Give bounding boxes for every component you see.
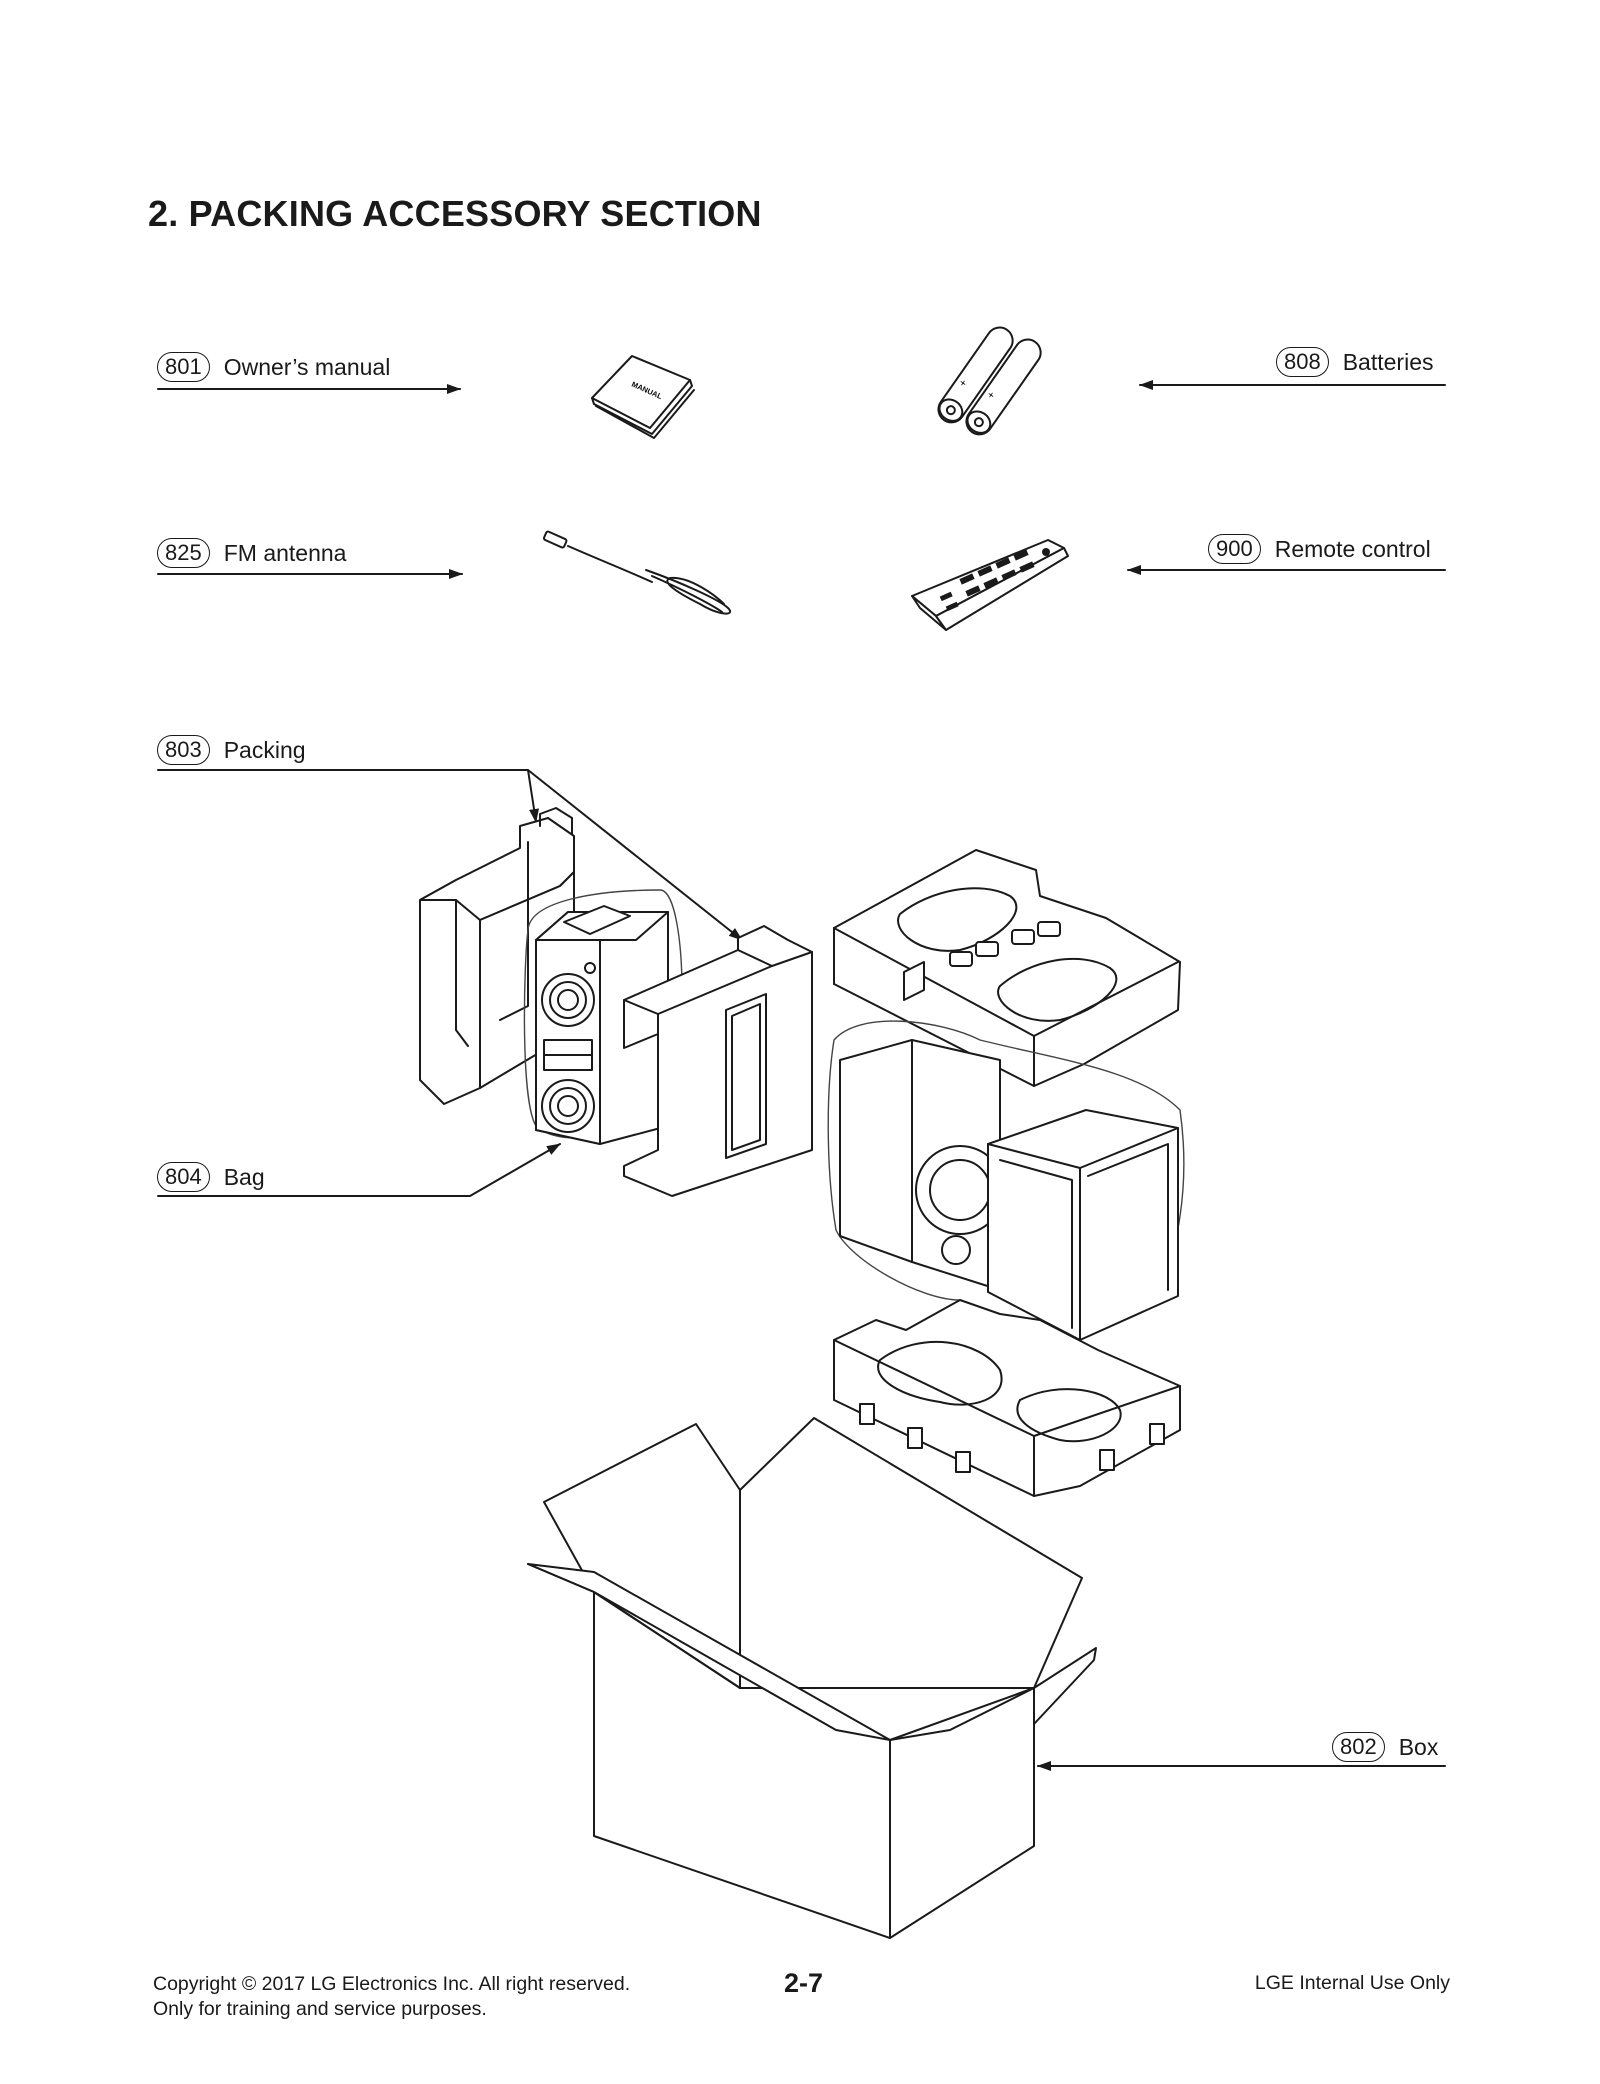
bottom-foam-tray xyxy=(833,1299,1181,1497)
part-label: Remote control xyxy=(1274,535,1431,562)
part-label: Box xyxy=(1398,1733,1439,1760)
front-foam-packing xyxy=(623,925,813,1197)
part-label: FM antenna xyxy=(223,539,347,566)
internal-use-note: LGE Internal Use Only xyxy=(1254,1972,1450,1994)
fm-antenna-illustration xyxy=(542,530,731,615)
main-speakers-illustration xyxy=(827,1020,1185,1341)
callout-box: 802 Box xyxy=(1332,1732,1438,1762)
part-label: Bag xyxy=(223,1163,265,1190)
part-label: Batteries xyxy=(1342,348,1434,375)
page-title: 2. PACKING ACCESSORY SECTION xyxy=(148,193,762,234)
callout-owners-manual: 801 Owner’s manual xyxy=(157,352,390,382)
box-illustration xyxy=(527,1417,1097,1939)
part-number-badge: 804 xyxy=(157,1162,210,1192)
page-number: 2-7 xyxy=(784,1968,824,1998)
callout-packing: 803 Packing xyxy=(157,735,306,765)
callout-batteries: 808 Batteries xyxy=(1276,347,1433,377)
top-foam-tray xyxy=(833,849,1181,1087)
part-label: Packing xyxy=(223,736,306,763)
part-number-badge: 801 xyxy=(157,352,210,382)
leader-lines xyxy=(157,380,1446,1771)
callout-bag: 804 Bag xyxy=(157,1162,265,1192)
callout-fm-antenna: 825 FM antenna xyxy=(157,538,346,568)
part-number-badge: 825 xyxy=(157,538,210,568)
copyright-line: Copyright © 2017 LG Electronics Inc. All… xyxy=(153,1973,631,1995)
batteries-illustration: + + xyxy=(937,326,1042,436)
usage-line: Only for training and service purposes. xyxy=(153,1998,487,2020)
part-number-badge: 802 xyxy=(1332,1732,1385,1762)
part-number-badge: 900 xyxy=(1208,534,1261,564)
part-number-badge: 808 xyxy=(1276,347,1329,377)
part-label: Owner’s manual xyxy=(223,353,391,380)
footer-copyright: Copyright © 2017 LG Electronics Inc. All… xyxy=(153,1972,630,2022)
part-number-badge: 803 xyxy=(157,735,210,765)
remote-control-illustration xyxy=(911,539,1069,631)
speaker-in-bag-illustration xyxy=(523,889,683,1145)
callout-remote-control: 900 Remote control xyxy=(1208,534,1431,564)
owners-manual-illustration: MANUAL xyxy=(591,355,695,439)
